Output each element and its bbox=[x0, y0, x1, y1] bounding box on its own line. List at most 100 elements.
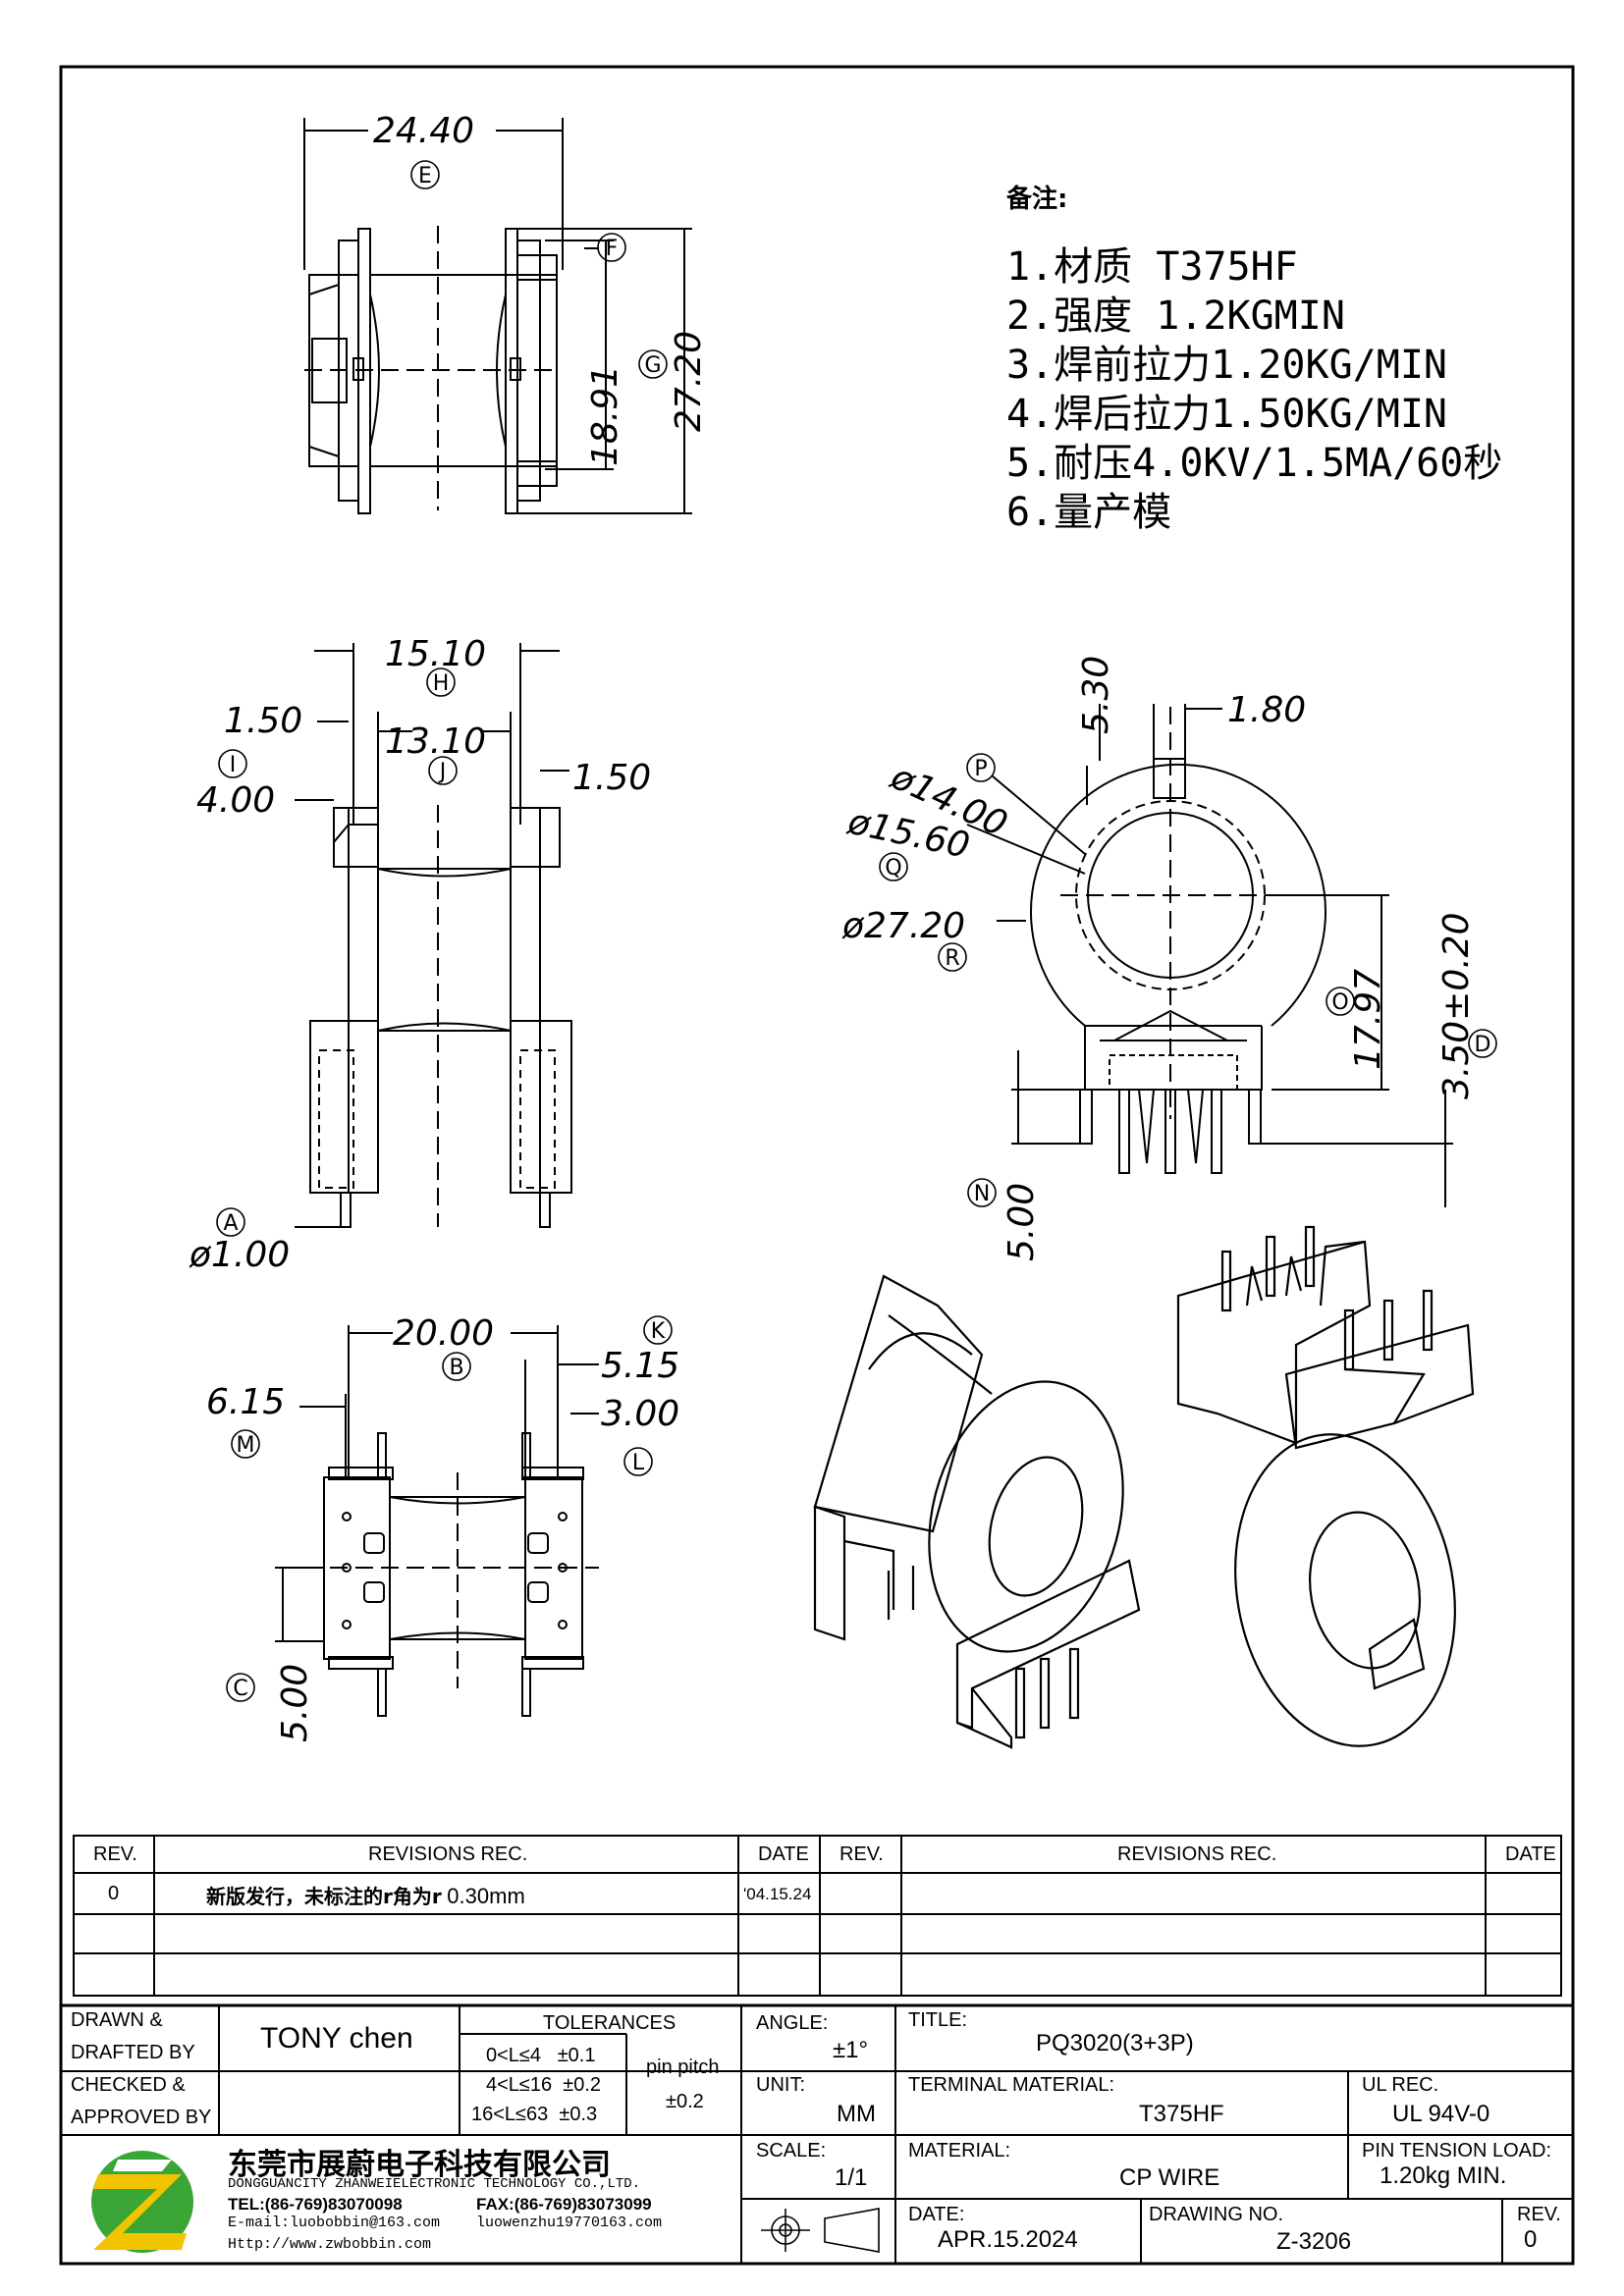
rev-header-left: REV. bbox=[93, 1843, 137, 1865]
company-email: E-mail:luobobbin@163.com bbox=[228, 2215, 441, 2231]
revision-table bbox=[73, 1835, 1562, 1997]
checked-label-1: CHECKED & bbox=[71, 2074, 186, 2096]
rev-row-0-rec: 新版发行，未标注的r角为r 0.30mm bbox=[206, 1881, 525, 1909]
pin-pitch-value: ±0.2 bbox=[666, 2091, 704, 2112]
rev-row-0-rec-val: 0.30mm bbox=[447, 1884, 525, 1908]
rev-label: REV. bbox=[1517, 2204, 1561, 2225]
drawing-no-label: DRAWING NO. bbox=[1149, 2204, 1284, 2225]
unit-label: UNIT: bbox=[756, 2074, 805, 2096]
title-block bbox=[61, 2003, 1573, 2264]
drawn-label-2: DRAFTED BY bbox=[71, 2042, 195, 2063]
drawing-no-value: Z-3206 bbox=[1276, 2228, 1352, 2255]
tolerances-label: TOLERANCES bbox=[543, 2012, 677, 2034]
company-name-cn: 东莞市展蔚电子科技有限公司 bbox=[228, 2148, 611, 2182]
dim-i-flange: 1.50 bbox=[224, 701, 302, 741]
tol-row-3: 16<L≤63 ±0.3 bbox=[471, 2104, 598, 2125]
svg-text:D: D bbox=[1475, 1033, 1491, 1057]
svg-text:O: O bbox=[1331, 990, 1348, 1015]
company-web: Http://www.zwbobbin.com bbox=[228, 2236, 432, 2253]
dim-5-30: 5.30 bbox=[1076, 656, 1116, 734]
note-6: 6.量产模 bbox=[1006, 490, 1172, 535]
company-tel: TEL:(86-769)83070098 bbox=[228, 2195, 403, 2214]
rev-header-right: REV. bbox=[839, 1843, 884, 1865]
svg-text:H: H bbox=[433, 671, 450, 696]
note-5: 5.耐压4.0KV/1.5MA/60秒 bbox=[1006, 441, 1503, 486]
title-label: TITLE: bbox=[908, 2009, 968, 2031]
notes-block: 备注: 1.材质 T375HF 2.强度 1.2KGMIN 3.焊前拉力1.20… bbox=[1006, 179, 1517, 535]
svg-text:J: J bbox=[438, 760, 447, 784]
material-value: CP WIRE bbox=[1119, 2164, 1220, 2191]
svg-text:M: M bbox=[237, 1433, 255, 1458]
angle-value: ±1° bbox=[833, 2037, 869, 2063]
svg-text:K: K bbox=[651, 1319, 666, 1344]
date-value: APR.15.2024 bbox=[938, 2226, 1078, 2253]
date-label: DATE: bbox=[908, 2204, 965, 2225]
dim-right-flange: 1.50 bbox=[572, 758, 651, 798]
date-header-right: DATE bbox=[1505, 1843, 1556, 1865]
sheet-frame bbox=[59, 65, 1575, 2266]
svg-text:N: N bbox=[974, 1182, 990, 1206]
dim-e-value: 24.40 bbox=[373, 111, 474, 151]
dim-c-value: 5.00 bbox=[275, 1664, 315, 1742]
date-header-left: DATE bbox=[758, 1843, 809, 1865]
svg-text:Q: Q bbox=[885, 856, 901, 881]
dim-i-height: 4.00 bbox=[196, 780, 275, 821]
svg-text:P: P bbox=[974, 757, 987, 781]
scale-label: SCALE: bbox=[756, 2140, 827, 2162]
reference-letters: EFG HJI APQ ROD NBK LMC bbox=[223, 164, 1490, 1701]
svg-text:B: B bbox=[449, 1356, 463, 1380]
company-fax: FAX:(86-769)83073099 bbox=[476, 2195, 652, 2214]
dim-n-value: 5.00 bbox=[1001, 1183, 1042, 1261]
isometric-view-right bbox=[1176, 1225, 1475, 1747]
unit-value: MM bbox=[837, 2101, 876, 2127]
material-label: MATERIAL: bbox=[908, 2140, 1011, 2162]
terminal-material-label: TERMINAL MATERIAL: bbox=[908, 2074, 1115, 2096]
pin-pitch-label: pin pitch bbox=[646, 2056, 720, 2078]
scale-value: 1/1 bbox=[835, 2164, 868, 2191]
rev-row-0-date: '04.15.24 bbox=[743, 1885, 812, 1903]
front-view bbox=[966, 704, 1453, 1207]
rev-value: 0 bbox=[1524, 2226, 1538, 2253]
angle-label: ANGLE: bbox=[756, 2012, 829, 2034]
rec-header-left: REVISIONS REC. bbox=[368, 1843, 528, 1865]
note-3: 3.焊前拉力1.20KG/MIN bbox=[1006, 343, 1447, 388]
svg-text:L: L bbox=[632, 1451, 645, 1475]
note-4: 4.焊后拉力1.50KG/MIN bbox=[1006, 392, 1447, 437]
svg-text:G: G bbox=[644, 353, 661, 378]
dim-o-value: 17.97 bbox=[1348, 969, 1388, 1070]
note-2: 2.强度 1.2KGMIN bbox=[1006, 294, 1345, 339]
pin-tension-value: 1.20kg MIN. bbox=[1380, 2163, 1507, 2189]
dim-18-91: 18.91 bbox=[585, 365, 625, 466]
note-1: 1.材质 T375HF bbox=[1006, 244, 1298, 290]
svg-text:E: E bbox=[418, 164, 432, 188]
reference-balloons bbox=[216, 160, 1497, 1702]
notes-heading: 备注: bbox=[1006, 185, 1068, 214]
rec-header-right: REVISIONS REC. bbox=[1117, 1843, 1277, 1865]
tol-row-2: 4<L≤16 ±0.2 bbox=[486, 2074, 602, 2096]
rev-row-0-rec-cn: 新版发行，未标注的r角为r bbox=[206, 1885, 442, 1908]
dim-27-20: 27.20 bbox=[669, 331, 709, 432]
top-view bbox=[303, 118, 692, 514]
dim-k-value: 5.15 bbox=[601, 1346, 679, 1386]
svg-text:I: I bbox=[230, 753, 237, 777]
dim-a-pin: ø1.00 bbox=[189, 1235, 290, 1275]
dim-h-value: 15.10 bbox=[385, 634, 486, 674]
dim-l-value: 3.00 bbox=[601, 1394, 679, 1434]
drawn-by-value: TONY chen bbox=[260, 2022, 413, 2055]
svg-text:F: F bbox=[606, 237, 619, 261]
company-name-en: DONGGUANCITY ZHANWEIELECTRONIC TECHNOLOG… bbox=[228, 2176, 641, 2192]
ul-rec-label: UL REC. bbox=[1362, 2074, 1439, 2096]
pin-tension-label: PIN TENSION LOAD: bbox=[1362, 2140, 1552, 2162]
rev-row-0-rev: 0 bbox=[108, 1883, 120, 1904]
company-email-2: luowenzhu19770163.com bbox=[476, 2215, 663, 2231]
projection-symbol bbox=[761, 2208, 880, 2253]
svg-text:C: C bbox=[233, 1677, 247, 1701]
dim-r-dia: ø27.20 bbox=[841, 906, 965, 946]
ul-rec-value: UL 94V-0 bbox=[1392, 2101, 1490, 2127]
isometric-view-left bbox=[813, 1274, 1141, 1749]
dim-m-value: 6.15 bbox=[206, 1382, 285, 1422]
terminal-material-value: T375HF bbox=[1139, 2101, 1224, 2127]
checked-label-2: APPROVED BY bbox=[71, 2107, 212, 2128]
company-logo bbox=[91, 2151, 193, 2253]
